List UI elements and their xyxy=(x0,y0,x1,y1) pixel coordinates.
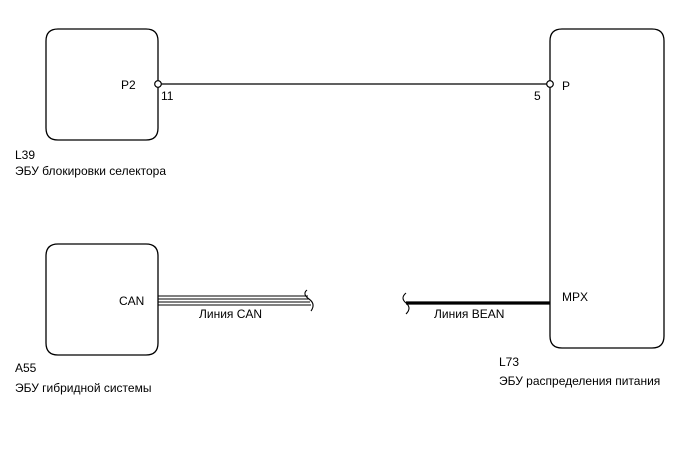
ecu-l39-pin-number: 11 xyxy=(161,89,174,103)
connector-pin-l73-5 xyxy=(546,80,554,88)
bean-bus-label: Линия BEAN xyxy=(434,307,504,321)
connector-pin-l39-11 xyxy=(154,80,162,88)
ecu-l39-name: ЭБУ блокировки селектора xyxy=(15,164,166,178)
ecu-l73-name: ЭБУ распределения питания xyxy=(499,374,660,388)
can-bus-label: Линия CAN xyxy=(199,307,262,321)
ecu-a55: CAN A55 ЭБУ гибридной системы xyxy=(15,243,159,395)
ecu-a55-code: A55 xyxy=(15,361,37,375)
ecu-l73-pin-name-mpx: MPX xyxy=(562,290,588,304)
ecu-l73-code: L73 xyxy=(499,355,519,369)
ecu-l39-code: L39 xyxy=(15,148,35,162)
ecu-l73: P 5 MPX L73 ЭБУ распределения питания xyxy=(499,28,665,388)
ecu-l39: P2 11 L39 ЭБУ блокировки селектора xyxy=(15,28,174,178)
ecu-a55-box xyxy=(45,243,159,356)
bean-bus-line xyxy=(402,292,550,315)
ecu-l39-box xyxy=(45,28,159,141)
ecu-a55-name: ЭБУ гибридной системы xyxy=(15,381,151,395)
ecu-a55-pin-name: CAN xyxy=(119,294,144,308)
ecu-l73-pin-name-p: P xyxy=(562,79,570,93)
ecu-l73-pin-number-p: 5 xyxy=(534,89,541,103)
ecu-l73-box xyxy=(549,28,665,349)
ecu-l39-pin-name: P2 xyxy=(121,78,136,92)
can-bus-line xyxy=(158,289,314,312)
bean-bus-break-mark xyxy=(402,292,410,315)
can-bus-break-mark xyxy=(304,289,314,312)
